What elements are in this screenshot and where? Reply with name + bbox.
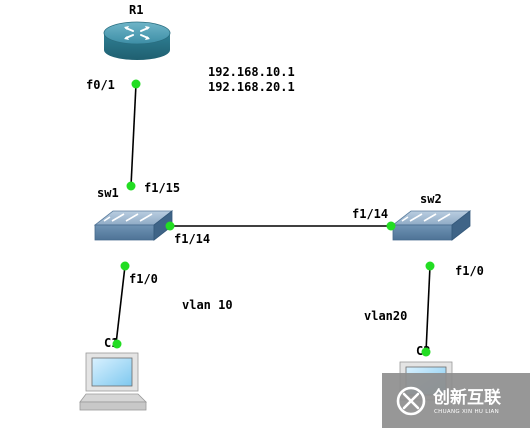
watermark: 创新互联 CHUANG XIN HU LIAN — [382, 373, 530, 428]
pc-c1[interactable]: C1 — [79, 336, 147, 411]
link-sw1-pc1 — [115, 265, 126, 345]
sw2-access-port-label: f1/0 — [455, 264, 484, 278]
vlan-20-label: vlan20 — [364, 309, 407, 323]
sw1-trunk-port-label: f1/14 — [174, 232, 210, 246]
switch-sw2[interactable]: sw2 — [391, 192, 472, 241]
router-ip-line-2: 192.168.20.1 — [208, 80, 295, 94]
computer-icon — [79, 352, 147, 411]
link-sw2-pc2 — [425, 265, 431, 353]
port-dot-sw1-f1-0[interactable] — [120, 261, 130, 271]
sw1-access-port-label: f1/0 — [129, 272, 158, 286]
sw1-name-label: sw1 — [97, 186, 119, 200]
port-dot-sw1-f1-15[interactable] — [126, 181, 136, 191]
port-dot-sw2-f1-14[interactable] — [386, 221, 396, 231]
port-dot-pc2[interactable] — [421, 347, 431, 357]
sw2-trunk-port-label: f1/14 — [352, 207, 388, 221]
brand-logo-icon — [396, 386, 426, 416]
watermark-brand-en: CHUANG XIN HU LIAN — [434, 409, 499, 415]
router-ip-line-1: 192.168.10.1 — [208, 65, 295, 79]
router-name-label: R1 — [129, 3, 143, 17]
port-dot-pc1[interactable] — [112, 339, 122, 349]
port-dot-sw2-f1-0[interactable] — [425, 261, 435, 271]
switch-icon — [391, 210, 472, 241]
link-r1-sw1 — [130, 83, 137, 187]
router-r1[interactable]: R1 — [103, 3, 171, 60]
switch-icon — [93, 210, 174, 241]
router-icon — [103, 21, 171, 60]
router-port-label: f0/1 — [86, 78, 115, 92]
sw2-name-label: sw2 — [420, 192, 442, 206]
vlan-10-label: vlan 10 — [182, 298, 233, 312]
switch-sw1[interactable]: sw1 — [93, 186, 174, 241]
watermark-brand-cn: 创新互联 — [432, 387, 501, 408]
port-dot-r1-f0-1[interactable] — [131, 79, 141, 89]
sw1-uplink-port-label: f1/15 — [144, 181, 180, 195]
port-dot-sw1-f1-14[interactable] — [165, 221, 175, 231]
port-dots — [112, 79, 435, 357]
